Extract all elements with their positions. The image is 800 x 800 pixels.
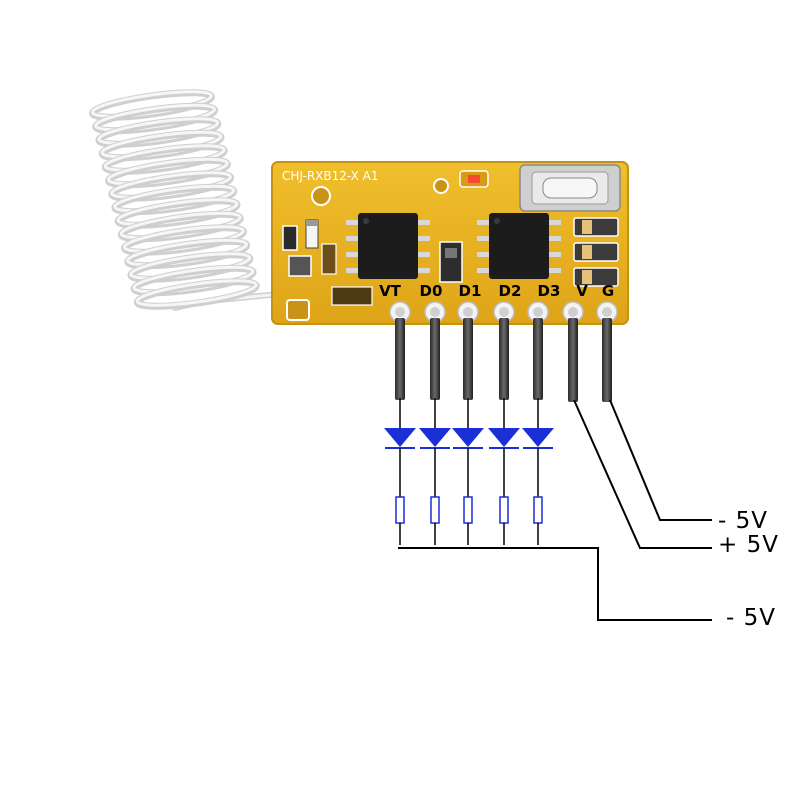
antenna-pad <box>286 299 310 321</box>
supply-wiring <box>398 399 712 621</box>
resistor-icon <box>430 496 440 524</box>
ic-chip-icon <box>346 213 430 279</box>
pin-label-d0: D0 <box>420 282 443 300</box>
ground-wire-bottom <box>398 547 712 621</box>
supply-label-positive: + 5V <box>718 532 779 558</box>
pin-hole <box>602 307 612 317</box>
header-pin <box>395 318 405 400</box>
output-circuit <box>384 398 554 545</box>
smd-components <box>282 217 619 306</box>
led-diode-icon <box>522 428 554 447</box>
led-diode-icon <box>419 428 451 447</box>
pin-hole <box>568 307 578 317</box>
pin-label-vt: VT <box>379 282 402 300</box>
pin-label-v: V <box>576 282 588 300</box>
pin-label-g: G <box>602 282 614 300</box>
pin-hole <box>430 307 440 317</box>
push-button-icon <box>519 164 621 212</box>
header-pin <box>463 318 473 400</box>
board-silkscreen: CHJ-RXB12-X A1 <box>282 169 379 183</box>
header-pins <box>395 318 612 402</box>
pin-label-d2: D2 <box>499 282 522 300</box>
mount-pad <box>311 186 331 206</box>
pin-label-d3: D3 <box>538 282 561 300</box>
header-pin <box>533 318 543 400</box>
via-pad <box>433 178 449 194</box>
ground-wire-top <box>609 399 712 521</box>
led-diode-icon <box>488 428 520 447</box>
spring-antenna <box>89 89 273 311</box>
led-diode-icon <box>452 428 484 447</box>
supply-label-ground-top: - 5V <box>718 508 768 534</box>
antenna-coil-highlight <box>135 279 258 307</box>
ic-chip-icon <box>477 213 561 279</box>
resistor-icon <box>395 496 405 524</box>
header-pin <box>430 318 440 400</box>
receiver-pcb: CHJ-RXB12-X A1 <box>271 161 629 325</box>
header-pin <box>499 318 509 400</box>
pin-hole <box>499 307 509 317</box>
header-pin <box>602 318 612 402</box>
positive-wire <box>573 399 712 549</box>
pin-hole <box>395 307 405 317</box>
resistor-icon <box>533 496 543 524</box>
pin-hole <box>533 307 543 317</box>
header-pin <box>568 318 578 402</box>
pin-hole <box>463 307 473 317</box>
pin-labels: VT D0 D1 D2 D3 V G <box>379 282 614 300</box>
resistor-icon <box>499 496 509 524</box>
led-diode-icon <box>384 428 416 447</box>
resistor-icon <box>463 496 473 524</box>
pin-label-d1: D1 <box>459 282 482 300</box>
supply-label-ground-bottom: - 5V <box>726 605 776 631</box>
